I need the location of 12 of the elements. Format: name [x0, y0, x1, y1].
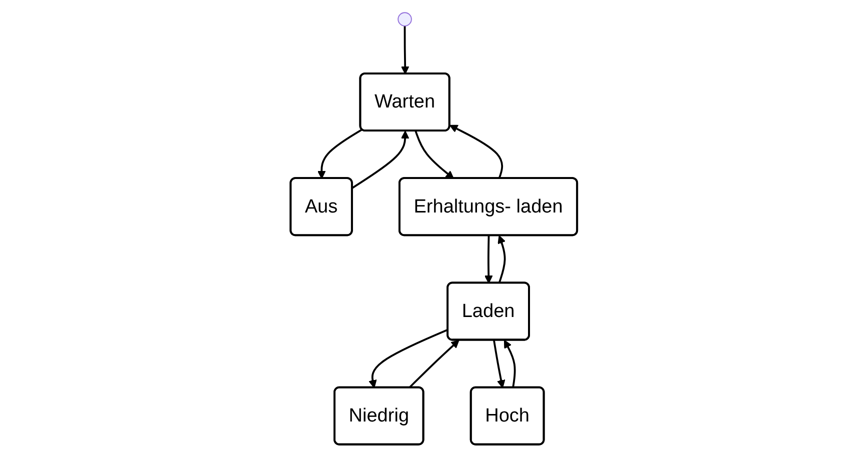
arrow	[497, 235, 506, 284]
arrow	[504, 340, 516, 388]
arrow	[492, 340, 505, 388]
arrow	[368, 328, 448, 388]
arrow	[484, 236, 492, 284]
node-circle	[397, 12, 412, 26]
arrow	[317, 128, 362, 179]
arrow	[408, 340, 459, 388]
arrow	[449, 124, 503, 179]
arrow	[414, 130, 454, 179]
arrow	[352, 130, 409, 189]
arrow	[400, 26, 409, 74]
